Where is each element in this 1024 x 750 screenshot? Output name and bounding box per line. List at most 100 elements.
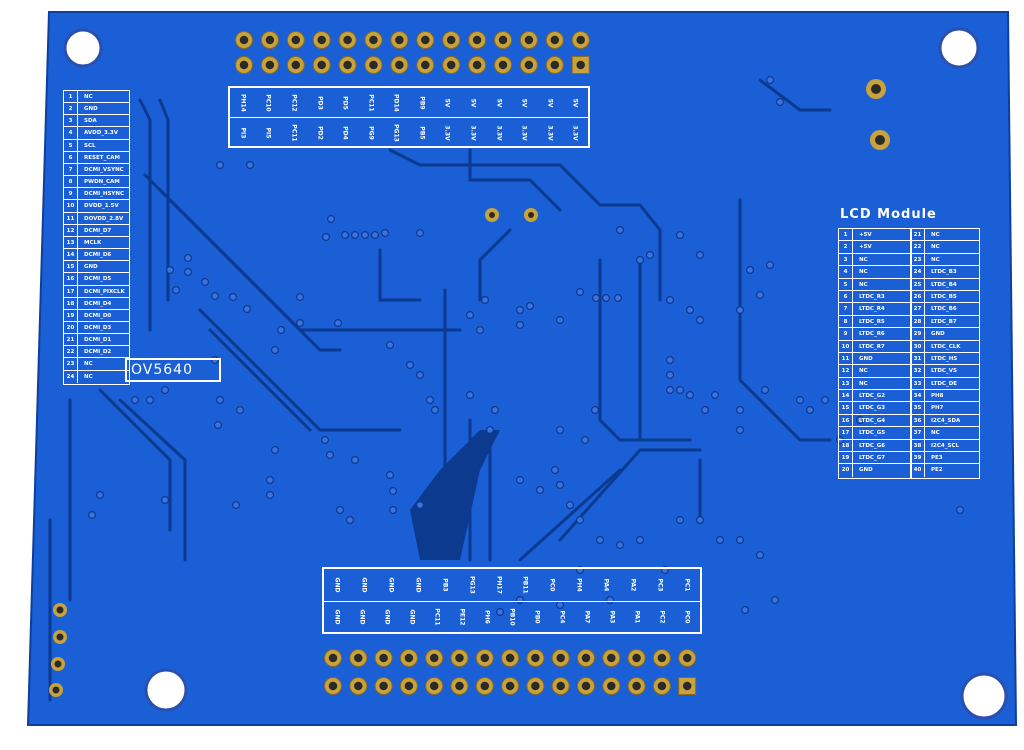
via xyxy=(161,496,170,505)
mounting-hole xyxy=(144,668,188,712)
vias xyxy=(87,75,964,616)
header-pin-pad xyxy=(312,31,331,49)
pin-signal: MCLK xyxy=(84,239,102,246)
lcd-module-title: LCD Module xyxy=(840,207,937,222)
pin-number: 5 xyxy=(64,139,78,151)
pin-row: 21 NC xyxy=(911,229,979,242)
header-pin-pad xyxy=(602,677,621,695)
pin-number: 34 xyxy=(911,390,925,402)
pin-number: 10 xyxy=(64,200,78,212)
pin-number: 32 xyxy=(911,365,925,377)
pin-signal: LTDC_B3 xyxy=(931,269,957,276)
pin-row: 40 PE2 xyxy=(911,464,979,477)
pin-number: 6 xyxy=(64,151,78,163)
pin-number: 13 xyxy=(64,236,78,249)
pin-number: 40 xyxy=(911,464,925,477)
pin-number: 9 xyxy=(839,328,853,340)
pin-label: PB3 xyxy=(441,578,449,592)
pin-signal: LTDC_B5 xyxy=(931,293,957,300)
via xyxy=(765,75,774,84)
header-pin-pad xyxy=(545,56,564,74)
via xyxy=(271,446,280,455)
via xyxy=(565,501,574,510)
via xyxy=(466,391,475,400)
pin-label: PI5 xyxy=(264,127,272,138)
pin-number: 9 xyxy=(64,188,78,200)
via xyxy=(855,416,864,425)
header-pin-pad xyxy=(551,649,570,667)
pin-signal: NC xyxy=(931,232,940,238)
via xyxy=(322,233,331,242)
pin-number: 4 xyxy=(64,127,78,139)
pin-signal: +5V xyxy=(859,232,872,238)
pin-label: GND xyxy=(414,577,422,593)
via xyxy=(580,436,589,445)
pin-label: PB11 xyxy=(521,576,529,594)
pin-label: 3.3V xyxy=(443,124,451,141)
pin-signal: PE2 xyxy=(931,467,943,474)
mounting-hole xyxy=(938,27,980,69)
via xyxy=(243,305,252,314)
pin-signal: DCMI_D1 xyxy=(84,337,112,344)
pin-signal: DCMI_PIXCLK xyxy=(84,288,125,295)
pin-signal: LTDC_B4 xyxy=(931,281,957,288)
pin-signal: LTDC_VS xyxy=(931,368,957,375)
pin-number: 7 xyxy=(839,303,853,315)
pin-signal: LTDC_HS xyxy=(931,355,958,362)
via xyxy=(665,386,674,395)
via xyxy=(615,540,624,549)
pin-label: PA3 xyxy=(608,610,616,624)
pin-label: GND xyxy=(360,577,368,593)
via xyxy=(476,326,485,335)
header-pin-pad xyxy=(450,649,469,667)
pin-label: 3.3V xyxy=(520,124,528,141)
via xyxy=(695,515,704,524)
pin-label: PC11 xyxy=(367,93,375,112)
via xyxy=(555,316,564,325)
pin-number: 29 xyxy=(911,328,925,340)
pin-signal: LTDC_CLK xyxy=(931,343,961,350)
pin-signal: LTDC_G7 xyxy=(859,455,886,462)
via xyxy=(214,421,223,430)
via xyxy=(805,406,814,415)
pin-signal: SDA xyxy=(84,118,97,125)
header-pin-pad xyxy=(338,31,357,49)
pin-label: PC1 xyxy=(683,578,691,592)
pin-label: 3.3V xyxy=(495,124,502,141)
pin-signal: GND xyxy=(84,106,98,113)
header-pin-pad xyxy=(338,56,357,74)
pin-signal: PH8 xyxy=(931,393,944,400)
pin-number: 21 xyxy=(64,334,78,346)
pin-label: PH4 xyxy=(575,577,583,592)
pin-signal: NC xyxy=(84,373,93,380)
pin-label: GND xyxy=(383,609,391,625)
pin-label: PB5 xyxy=(418,125,426,140)
pin-label: PC0 xyxy=(683,610,691,624)
pin-number: 21 xyxy=(911,229,925,241)
header-pin-pad xyxy=(260,56,279,74)
pin-label: PD4 xyxy=(341,125,349,140)
